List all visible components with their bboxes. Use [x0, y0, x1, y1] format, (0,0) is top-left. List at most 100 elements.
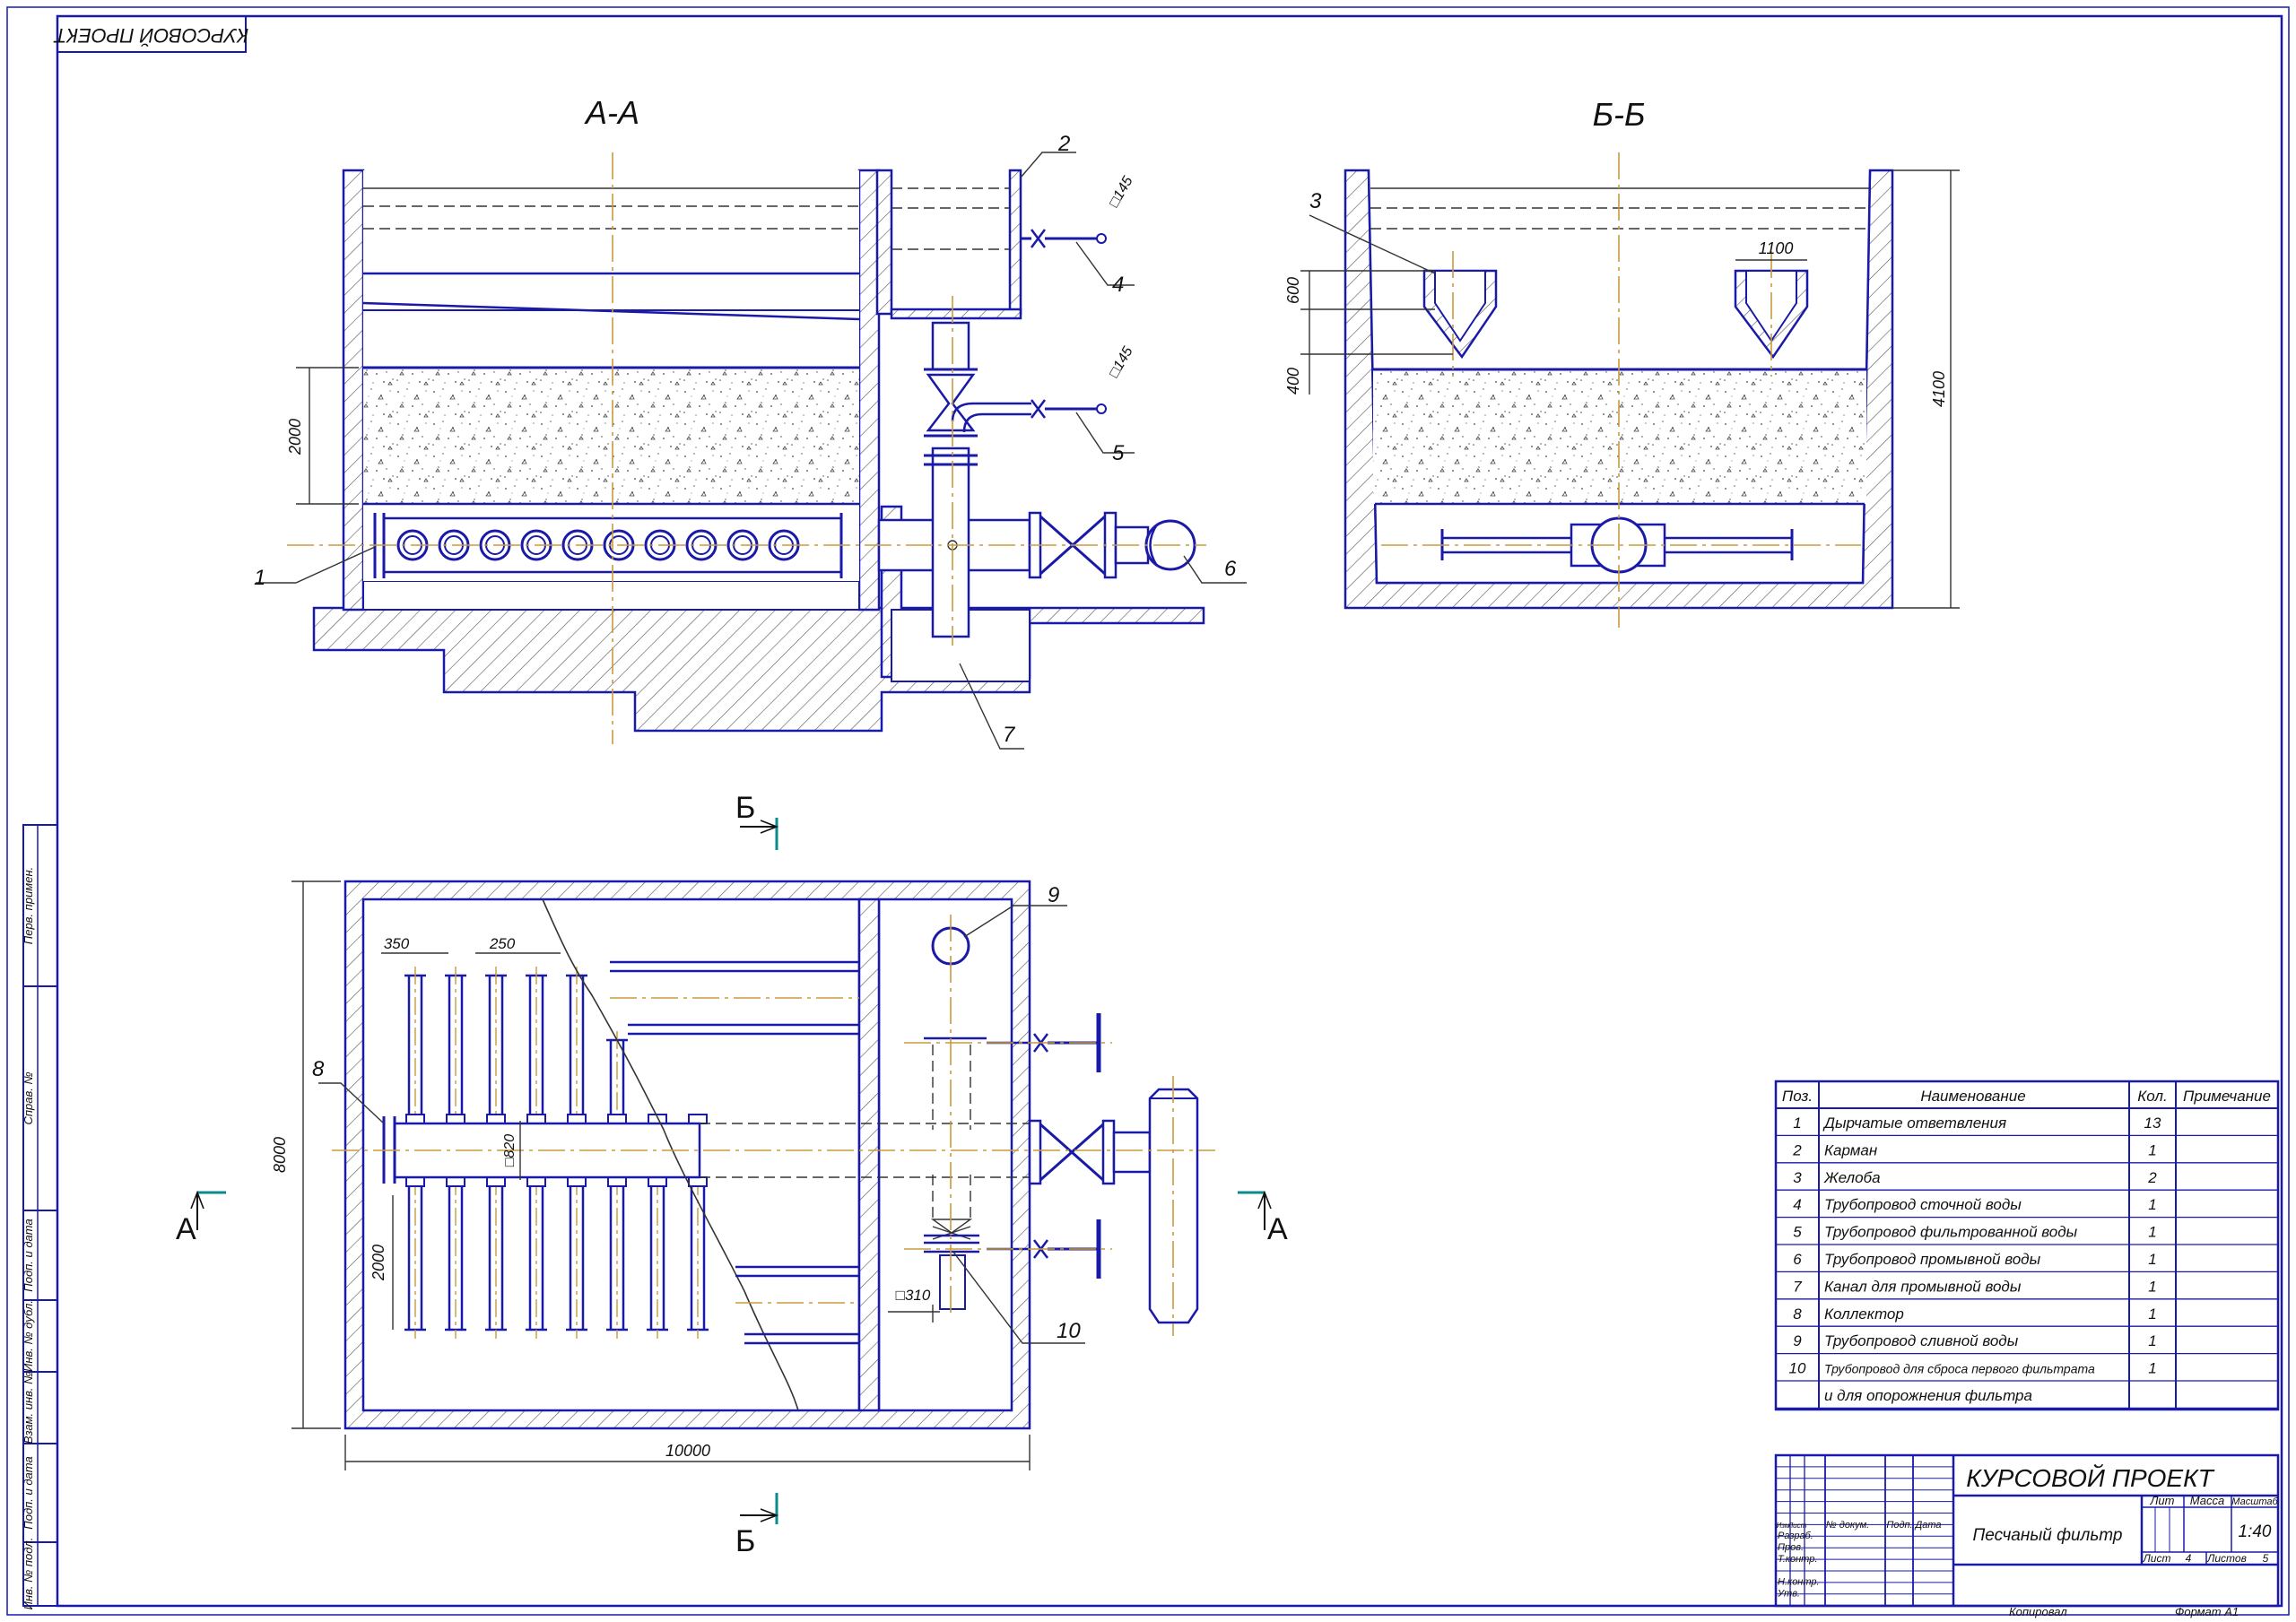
spec-row-name: Дырчатые ответвления — [1822, 1115, 2006, 1132]
spec-header-pos: Поз. — [1782, 1088, 1813, 1105]
spec-row-name: Канал для промывной воды — [1824, 1278, 2022, 1295]
dim-600: 600 — [1284, 277, 1302, 304]
tb-role: Пров. — [1778, 1542, 1804, 1553]
tb-project: КУРСОВОЙ ПРОЕКТ — [1966, 1463, 2214, 1492]
spec-row-name: и для опорожнения фильтра — [1824, 1387, 2032, 1404]
dim-2000-plan: 2000 — [370, 1245, 387, 1281]
top-stamp-text: КУРСОВОЙ ПРОЕКТ — [53, 24, 248, 48]
tb-role: Разраб. — [1778, 1531, 1813, 1541]
spec-row-qty: 1 — [2148, 1360, 2156, 1377]
section-mark-a-right: А — [1238, 1190, 1288, 1246]
section-mark-a-left: А — [176, 1190, 226, 1246]
spec-row-pos: 7 — [1793, 1278, 1802, 1295]
spec-row-name: Желоба — [1823, 1169, 1881, 1186]
inner-frame — [56, 14, 2283, 1608]
callout-8: 8 — [312, 1057, 325, 1081]
dim-10000: 10000 — [665, 1442, 710, 1460]
tb-role: Утв. — [1777, 1589, 1800, 1600]
spec-row-pos: 1 — [1793, 1115, 1801, 1132]
dim-350: 350 — [384, 935, 410, 952]
spec-row-qty: 1 — [2148, 1251, 2156, 1268]
side-stamp-7: Инв. № подл. — [22, 1538, 35, 1610]
spec-row-qty: 1 — [2148, 1305, 2156, 1323]
dim-8000: 8000 — [271, 1137, 289, 1173]
tb-format: Формат А1 — [2175, 1605, 2239, 1618]
spec-row-pos: 6 — [1793, 1251, 1802, 1268]
spec-row-qty: 1 — [2148, 1196, 2156, 1213]
dim-4100: 4100 — [1930, 371, 1948, 407]
spec-row-pos: 3 — [1793, 1169, 1802, 1186]
side-stamp-strip: Перв. примен. Справ. № Подп. и дата Инв.… — [22, 824, 58, 1610]
dim-250: 250 — [489, 935, 516, 952]
callout-5: 5 — [1112, 441, 1125, 465]
tb-scale-label: Масштаб — [2231, 1496, 2278, 1507]
tb-col-label: Подп. — [1886, 1520, 1912, 1531]
spec-row-qty: 1 — [2148, 1141, 2156, 1158]
spec-header-name: Наименование — [1920, 1088, 2025, 1105]
callout-2: 2 — [1057, 132, 1070, 156]
tb-scale: 1:40 — [2239, 1522, 2272, 1541]
section-mark-b-bottom: Б — [735, 1493, 779, 1558]
side-stamp-4: Инв. № дубл. — [22, 1300, 35, 1372]
outer-frame — [6, 6, 2290, 1616]
svg-text:А: А — [176, 1212, 196, 1246]
spec-row-name: Коллектор — [1824, 1305, 1904, 1323]
dim-2000-aa: 2000 — [286, 419, 304, 455]
callout-9: 9 — [1048, 883, 1059, 907]
tb-sheet-no: 4 — [2186, 1552, 2192, 1565]
tb-mass: Масса — [2190, 1494, 2224, 1507]
tb-lit: Лит — [2150, 1494, 2175, 1507]
title-block: КУРСОВОЙ ПРОЕКТ Песчаный фильтр Лит Масс… — [1774, 1453, 2280, 1618]
section-bb-title: Б-Б — [1593, 96, 1646, 133]
spec-header-note: Примечание — [2183, 1088, 2271, 1105]
dim-145-b: □145 — [1107, 344, 1136, 380]
tb-name: Песчаный фильтр — [1972, 1526, 2122, 1545]
spec-table: Поз. Наименование Кол. Примечание 1 Дырча… — [1774, 1080, 2280, 1411]
spec-row-qty: 1 — [2148, 1332, 2156, 1349]
spec-row-qty: 13 — [2144, 1115, 2161, 1132]
spec-row-pos: 9 — [1793, 1332, 1802, 1349]
spec-row-qty: 1 — [2148, 1224, 2156, 1241]
callout-7: 7 — [1003, 723, 1016, 747]
spec-row-qty: 1 — [2148, 1278, 2156, 1295]
tb-sheets-no: 5 — [2263, 1552, 2269, 1565]
plan-view: 8000 10000 350 250 □820 2000 □310 8 9 10… — [176, 791, 1288, 1558]
dim-310: □310 — [896, 1287, 931, 1304]
svg-text:Б: Б — [735, 1524, 755, 1558]
spec-row-pos: 5 — [1793, 1224, 1802, 1241]
callout-4: 4 — [1112, 273, 1124, 297]
callout-10: 10 — [1057, 1319, 1081, 1343]
callout-6: 6 — [1224, 557, 1237, 581]
spec-row-name: Трубопровод сливной воды — [1824, 1332, 2019, 1349]
tb-col-label: Изм — [1777, 1522, 1790, 1530]
tb-col-label: Дата — [1913, 1520, 1941, 1531]
spec-row-name: Трубопровод сточной воды — [1824, 1196, 2022, 1213]
spec-row-pos: 10 — [1789, 1360, 1806, 1377]
tb-col-label: Лист — [1787, 1522, 1807, 1530]
tb-role: Т.контр. — [1778, 1554, 1817, 1565]
perforated-laterals — [404, 967, 709, 1339]
tb-role: Н.контр. — [1778, 1577, 1820, 1588]
spec-row-name: Трубопровод фильтрованной воды — [1824, 1224, 2078, 1241]
section-aa: А-А — [254, 94, 1247, 750]
svg-text:А: А — [1267, 1212, 1288, 1246]
side-stamp-3: Подп. и дата — [22, 1219, 35, 1291]
tb-col-label: № докум. — [1826, 1520, 1869, 1531]
tb-sheets-label: Листов — [2206, 1552, 2247, 1565]
spec-header-qty: Кол. — [2137, 1088, 2167, 1105]
side-stamp-6: Подп. и дата — [22, 1456, 35, 1529]
spec-row-pos: 8 — [1793, 1305, 1802, 1323]
tb-sheet-label: Лист — [2143, 1552, 2171, 1565]
section-aa-title: А-А — [584, 94, 639, 131]
dim-1100: 1100 — [1759, 239, 1794, 257]
callout-1: 1 — [254, 566, 265, 590]
spec-row-qty: 2 — [2147, 1169, 2157, 1186]
tb-copied: Копировал — [2009, 1605, 2067, 1618]
side-stamp-5: Взам. инв. № — [22, 1372, 35, 1444]
spec-row-name: Трубопровод для сброса первого фильтрата — [1824, 1362, 2095, 1376]
dim-400: 400 — [1284, 368, 1302, 395]
side-stamp-1: Перв. примен. — [22, 867, 35, 944]
side-stamp-2: Справ. № — [22, 1071, 35, 1124]
spec-row-name: Трубопровод промывной воды — [1824, 1251, 2041, 1268]
